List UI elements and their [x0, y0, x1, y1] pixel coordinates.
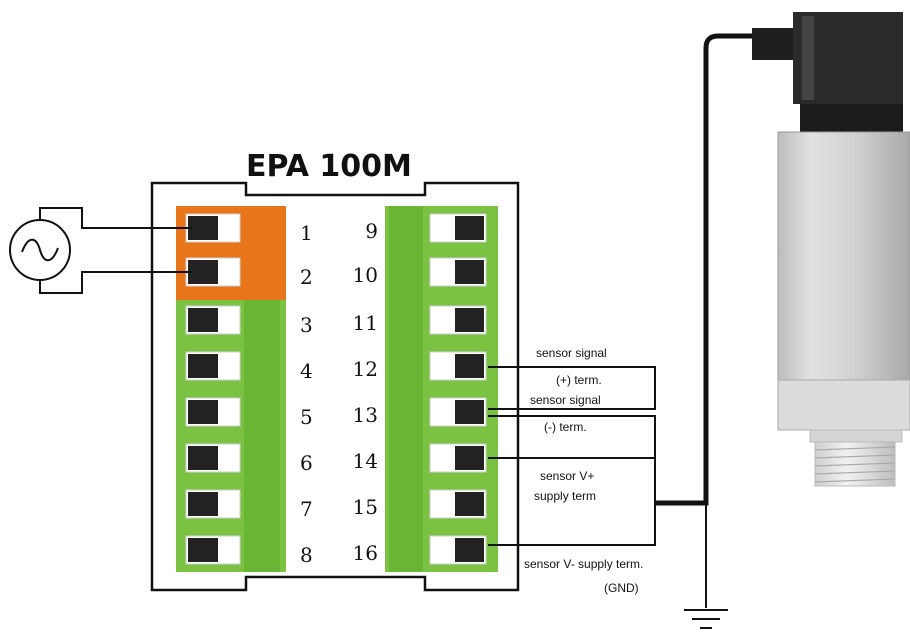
- terminal-screw-right: [429, 213, 487, 243]
- ac-source-icon: [9, 219, 71, 281]
- left-block-stripe: [244, 300, 280, 572]
- terminal-number-right: 14: [353, 449, 378, 473]
- left-terminal-block: [176, 206, 286, 572]
- terminal-screw-left: [185, 397, 241, 427]
- terminal-number-right: 15: [353, 495, 378, 519]
- terminal-number-right: 10: [353, 263, 378, 287]
- terminal-screw-left: [185, 489, 241, 519]
- label-sensor-signal-minus-term: (-) term.: [544, 420, 587, 434]
- terminal-screw-right: [429, 305, 487, 335]
- terminal-screw-left: [185, 305, 241, 335]
- label-sensor-signal-minus: sensor signal: [530, 393, 601, 407]
- terminal-screw-right: [429, 443, 487, 473]
- terminal-number-left: 6: [300, 451, 313, 475]
- terminal-screw-left: [185, 443, 241, 473]
- right-block-stripe: [389, 206, 423, 572]
- label-sensor-vplus-term: supply term: [534, 489, 596, 503]
- terminal-screw-right: [429, 397, 487, 427]
- label-sensor-signal-plus-term: (+) term.: [556, 373, 602, 387]
- terminal-screw-left: [185, 213, 241, 243]
- terminal-number-right: 12: [353, 357, 378, 381]
- terminal-number-right: 11: [353, 311, 378, 335]
- ground-icon: [684, 505, 728, 629]
- ac-wire-bottom: [39, 271, 192, 294]
- terminal-number-right: 13: [353, 403, 378, 427]
- label-sensor-vminus-gnd: (GND): [604, 581, 639, 595]
- terminal-number-left: 5: [300, 405, 313, 429]
- terminal-number-left: 7: [300, 497, 313, 521]
- terminal-screw-right: [429, 535, 487, 565]
- terminal-number-left: 8: [300, 543, 313, 567]
- right-terminal-block: [385, 206, 498, 572]
- ac-wire-top: [39, 207, 192, 229]
- pressure-sensor-icon: [752, 12, 910, 487]
- label-sensor-vplus: sensor V+: [540, 469, 594, 483]
- terminal-number-right: 9: [365, 219, 378, 243]
- terminal-screw-left: [185, 535, 241, 565]
- terminal-screw-right: [429, 489, 487, 519]
- terminal-screw-left: [185, 257, 241, 287]
- terminal-number-left: 3: [300, 313, 313, 337]
- label-sensor-vminus: sensor V- supply term.: [524, 557, 643, 571]
- terminal-number-left: 2: [300, 265, 313, 289]
- terminal-number-left: 1: [300, 221, 313, 245]
- sensor-cable: [655, 33, 760, 506]
- device-title: EPA 100M: [246, 149, 412, 184]
- terminal-screw-right: [429, 351, 487, 381]
- label-sensor-signal-plus: sensor signal: [536, 346, 607, 360]
- terminal-number-left: 4: [300, 359, 313, 383]
- terminal-screw-right: [429, 257, 487, 287]
- terminal-number-right: 16: [353, 541, 378, 565]
- terminal-screw-left: [185, 351, 241, 381]
